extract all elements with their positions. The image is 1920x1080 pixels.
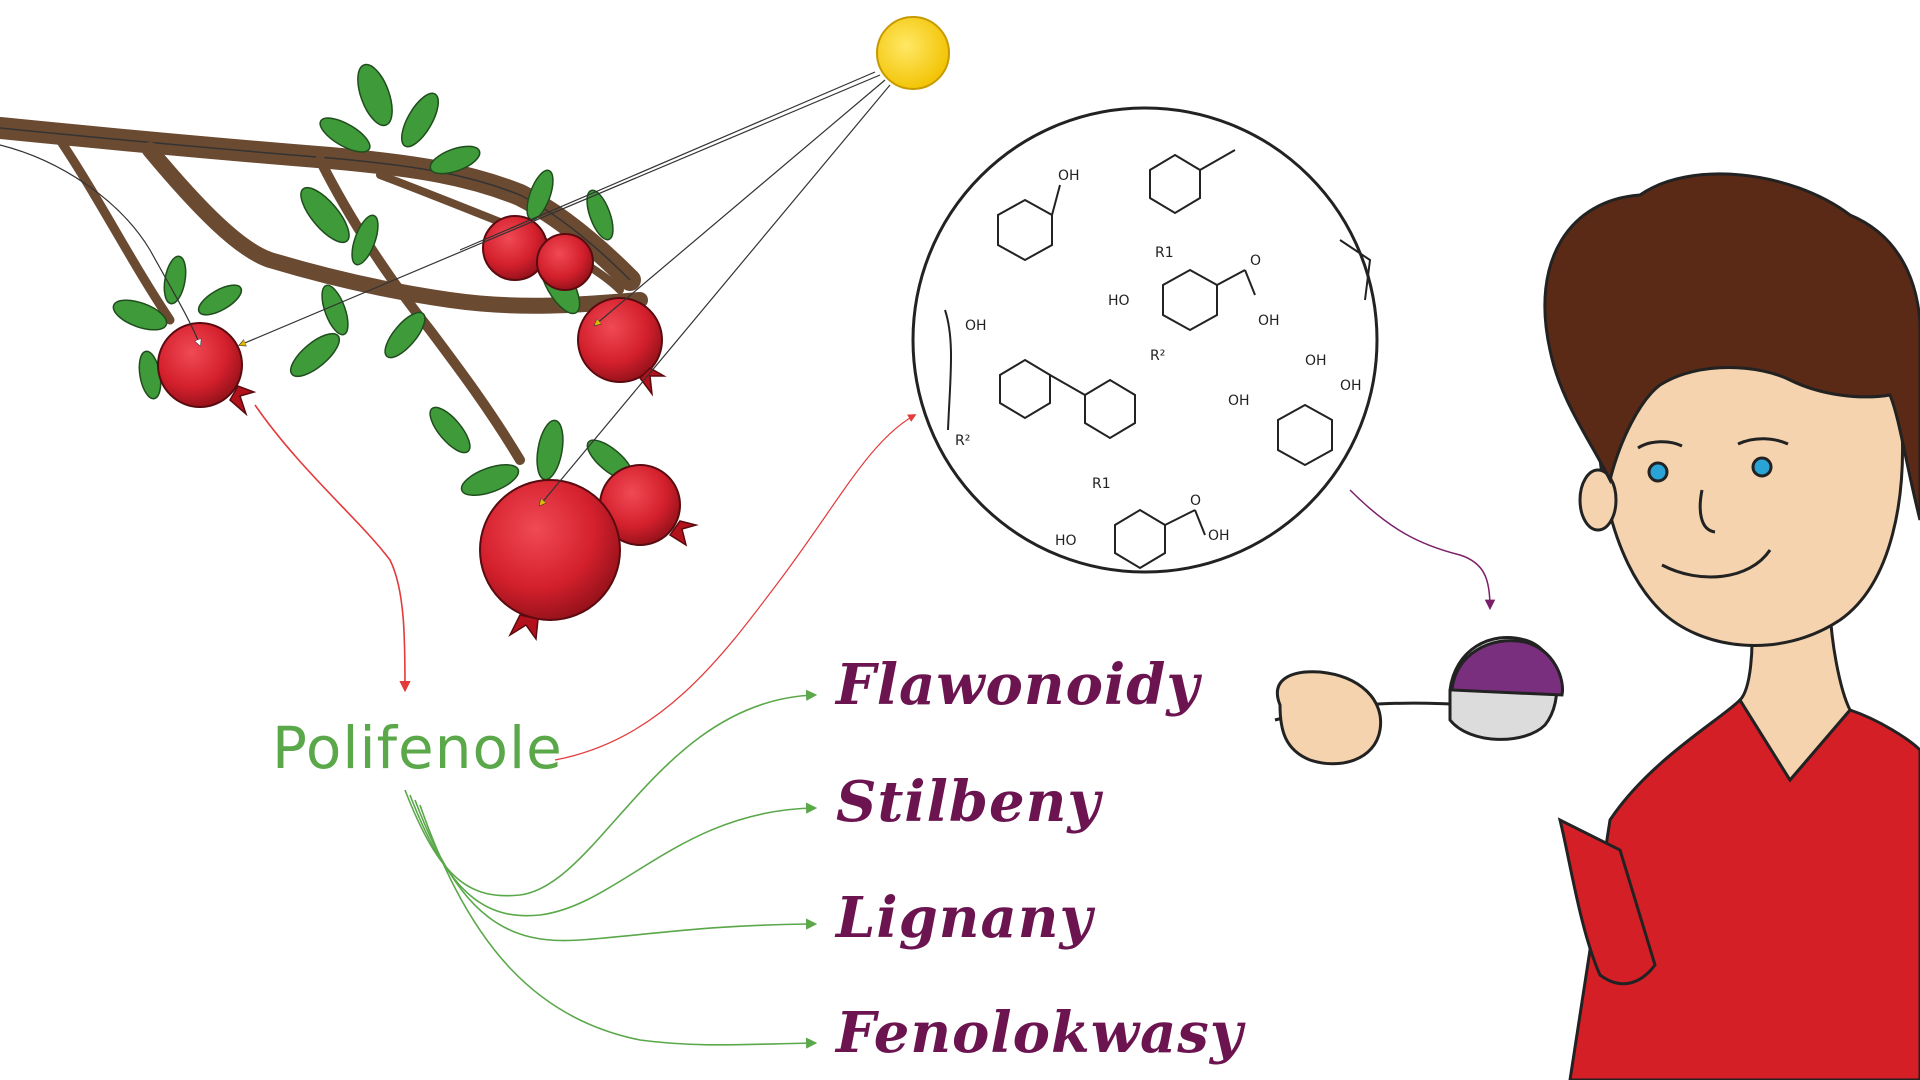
molecule-label: R1	[1092, 476, 1111, 492]
molecule-label: OH	[1305, 353, 1327, 369]
molecule-label: HO	[1108, 293, 1130, 309]
molecule-label: HO	[1055, 533, 1077, 549]
molecule-label: O	[1250, 253, 1261, 269]
sun-icon	[877, 17, 949, 89]
branch-label-lignany: Lignany	[836, 885, 1093, 951]
molecule-label: R²	[1150, 348, 1165, 364]
molecule-label: R²	[955, 433, 970, 449]
root-label-polifenole: Polifenole	[272, 714, 563, 782]
branch-label-fenolokwasy: Fenolokwasy	[836, 1000, 1243, 1066]
molecule-label: OH	[965, 318, 987, 334]
branch-label-stilbeny: Stilbeny	[836, 769, 1101, 835]
molecule-label: OH	[1228, 393, 1250, 409]
molecule-label: OH	[1058, 168, 1080, 184]
molecule-circle-icon: OH R1 HO O OH R² OH OH OH R1 HO O OH OH …	[913, 108, 1377, 572]
molecule-label: OH	[1208, 528, 1230, 544]
pomegranate-branch-icon	[0, 60, 696, 639]
molecule-label: OH	[1258, 313, 1280, 329]
molecule-label: OH	[1340, 378, 1362, 394]
molecule-label: R1	[1155, 245, 1174, 261]
branch-label-flawonoidy: Flawonoidy	[836, 652, 1200, 718]
molecule-label: O	[1190, 493, 1201, 509]
